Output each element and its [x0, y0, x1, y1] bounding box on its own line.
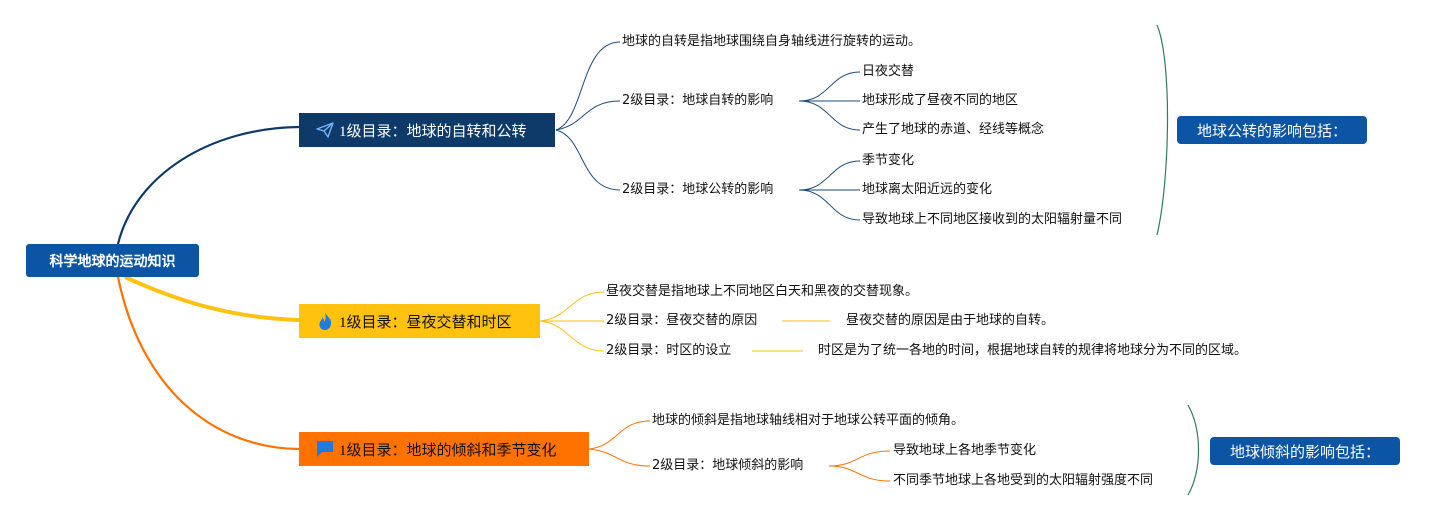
- b1-revolution-effects[interactable]: 2级目录：地球公转的影响: [622, 182, 774, 197]
- b3-tilt-item-2[interactable]: 不同季节地球上各地受到的太阳辐射强度不同: [893, 473, 1154, 488]
- b2-timezone[interactable]: 2级目录：时区的设立: [606, 343, 732, 358]
- b2-cause-item[interactable]: 昼夜交替的原因是由于地球的自转。: [846, 313, 1055, 328]
- b3-tilt-item-1[interactable]: 导致地球上各地季节变化: [893, 443, 1037, 458]
- branch-1-label: 1级目录：地球的自转和公转: [339, 123, 527, 140]
- root-to-branch-3: [116, 276, 300, 451]
- root-node[interactable]: 科学地球的运动知识: [26, 244, 199, 277]
- paper-plane-icon: [315, 120, 335, 140]
- root-to-branch-2: [124, 275, 300, 322]
- b1-rot-item-1[interactable]: 日夜交替: [862, 64, 915, 79]
- b3-definition[interactable]: 地球的倾斜是指地球轴线相对于地球公转平面的倾角。: [652, 413, 965, 428]
- root-label: 科学地球的运动知识: [49, 253, 176, 270]
- flag-icon: [315, 439, 335, 459]
- b1-rot-item-3[interactable]: 产生了地球的赤道、经线等概念: [862, 122, 1045, 137]
- b1-rotation-effects[interactable]: 2级目录：地球自转的影响: [622, 93, 774, 108]
- b3-tilt-effects[interactable]: 2级目录：地球倾斜的影响: [652, 458, 804, 473]
- b1-rot-item-2[interactable]: 地球形成了昼夜不同的地区: [862, 93, 1019, 108]
- flame-icon: [315, 311, 335, 331]
- branch-3-node[interactable]: 1级目录：地球的倾斜和季节变化: [299, 432, 589, 466]
- summary-tilt-label: 地球倾斜的影响包括：: [1229, 442, 1380, 461]
- branch-2-node[interactable]: 1级目录：昼夜交替和时区: [299, 304, 540, 338]
- summary-revolution[interactable]: 地球公转的影响包括：: [1177, 116, 1367, 144]
- b1-rev-item-2[interactable]: 地球离太阳近远的变化: [862, 182, 993, 197]
- summary-bracket-2: [1187, 404, 1200, 496]
- branch-3-label: 1级目录：地球的倾斜和季节变化: [339, 442, 557, 459]
- summary-revolution-label: 地球公转的影响包括：: [1196, 121, 1347, 140]
- b2-definition[interactable]: 昼夜交替是指地球上不同地区白天和黑夜的交替现象。: [606, 284, 919, 299]
- b1-rev-item-1[interactable]: 季节变化: [862, 153, 915, 168]
- branch-2-label: 1级目录：昼夜交替和时区: [339, 314, 512, 331]
- summary-tilt[interactable]: 地球倾斜的影响包括：: [1210, 437, 1400, 465]
- b1-rev-item-3[interactable]: 导致地球上不同地区接收到的太阳辐射量不同: [862, 212, 1123, 227]
- root-to-branch-1: [116, 125, 300, 245]
- branch-1-node[interactable]: 1级目录：地球的自转和公转: [299, 113, 555, 147]
- b2-timezone-item[interactable]: 时区是为了统一各地的时间，根据地球自转的规律将地球分为不同的区域。: [818, 343, 1248, 358]
- b1-definition[interactable]: 地球的自转是指地球围绕自身轴线进行旋转的运动。: [622, 34, 922, 49]
- summary-bracket-1: [1156, 24, 1169, 236]
- b2-cause[interactable]: 2级目录：昼夜交替的原因: [606, 313, 758, 328]
